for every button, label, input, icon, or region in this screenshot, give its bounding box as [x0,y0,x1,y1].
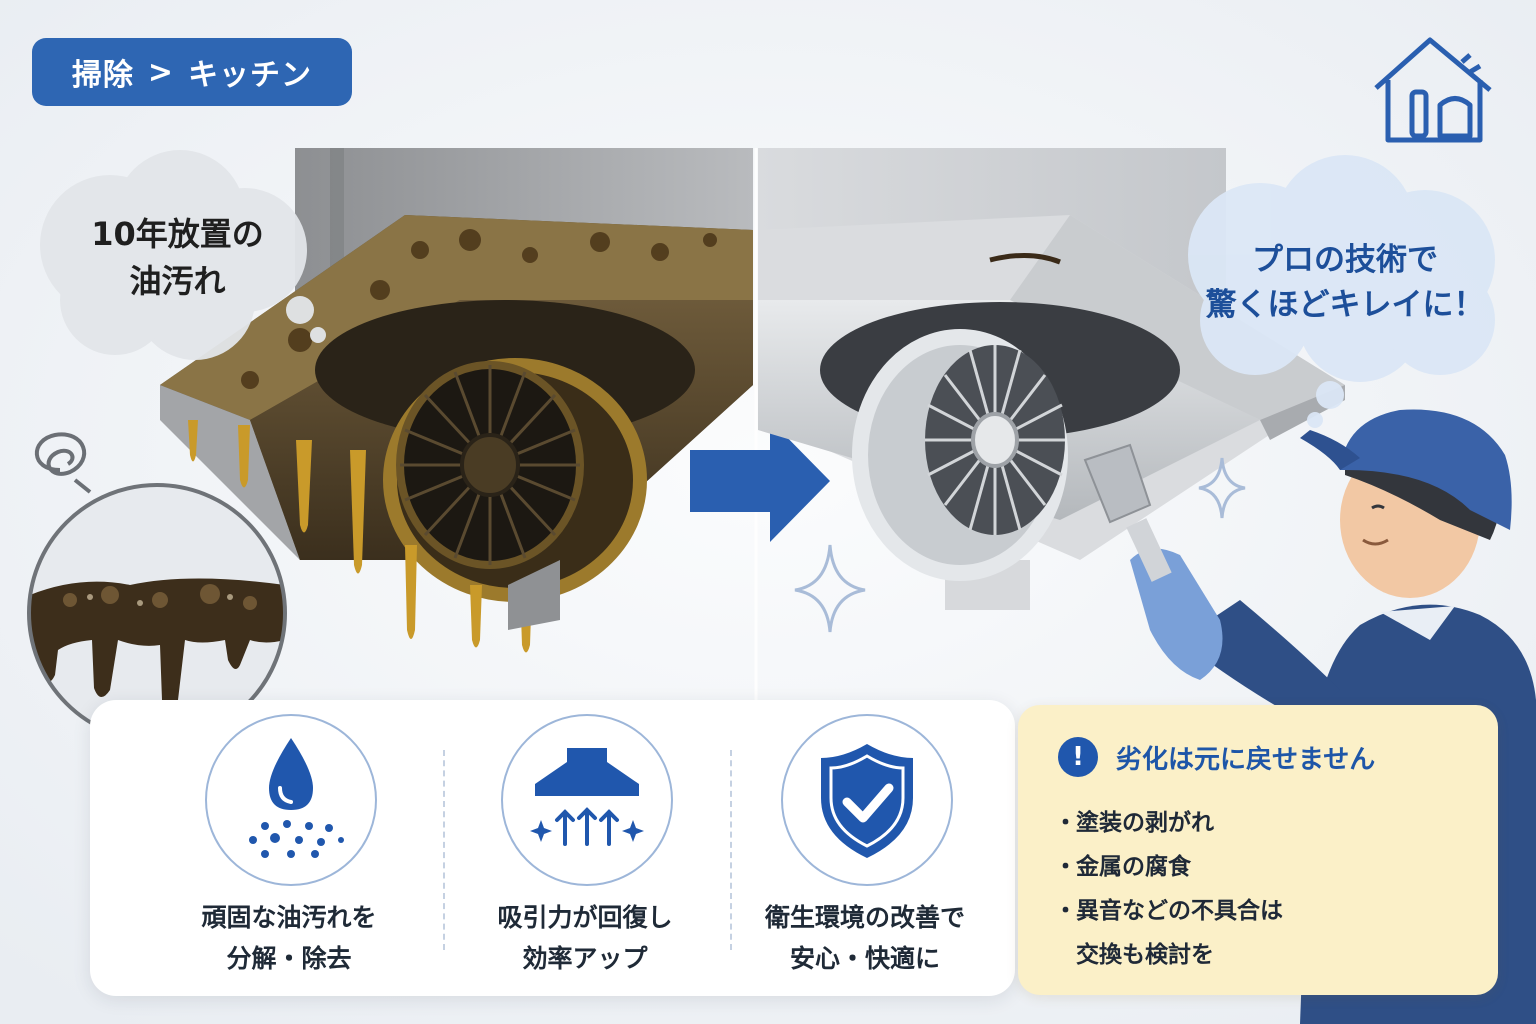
benefit-degrease-caption: 頑固な油汚れを 分解・除去 [147,898,431,979]
shield-check-icon [781,714,953,886]
breadcrumb[interactable]: 掃除 > キッチン [32,38,352,106]
warning-title-text: 劣化は元に戻せません [1116,744,1376,775]
warning-item-text: 金属の腐食 [1076,854,1191,880]
benefits-panel: 頑固な油汚れを 分解・除去 吸引力が回復し 効率アップ [90,700,1015,996]
breadcrumb-parent[interactable]: 掃除 [71,58,134,93]
list-item: ・塗装の剥がれ [1054,810,1214,836]
grease-closeup-inset [27,483,287,743]
benefit-hygiene-line2: 安心・快適に [789,943,940,973]
benefit-suction: 吸引力が回復し 効率アップ [443,700,743,996]
benefit-hygiene-caption: 衛生環境の改善で 安心・快適に [723,898,1007,979]
house-cleaning-logo-icon [1374,37,1492,143]
benefit-degrease-line2: 分解・除去 [226,943,352,973]
before-caption: 10年放置の 油汚れ [55,170,300,345]
speech-bubble-left-shape [40,150,326,360]
warning-list: ・塗装の剥がれ ・金属の腐食 ・異音などの不具合は 交換も検討を [1054,801,1283,977]
benefit-degrease-line1: 頑固な油汚れを [201,903,377,932]
benefit-degrease: 頑固な油汚れを 分解・除去 [147,700,447,996]
warning-item-text: 塗装の剥がれ [1076,810,1214,836]
breadcrumb-current: キッチン [188,58,313,93]
dirty-range-hood [160,148,753,653]
list-item: ・異音などの不具合は [1054,898,1283,924]
breadcrumb-separator: > [147,54,175,90]
benefit-suction-line2: 効率アップ [522,943,648,973]
exclamation-icon: ! [1058,737,1098,777]
warning-title: ! 劣化は元に戻せません [1058,737,1375,777]
list-item: ・金属の腐食 [1054,854,1191,880]
speech-bubble-right-shape [1188,155,1495,428]
list-item-continuation: 交換も検討を [1076,942,1214,968]
dizzy-swirl-icon [34,432,92,494]
benefit-suction-caption: 吸引力が回復し 効率アップ [443,898,727,979]
divider [443,750,445,950]
after-caption: プロの技術で 驚くほどキレイに！ [1185,195,1505,370]
benefit-hygiene: 衛生環境の改善で 安心・快適に [723,700,1023,996]
warning-item-text: 異音などの不具合は [1076,898,1283,924]
water-drop-icon [205,714,377,886]
range-hood-icon [501,714,673,886]
before-caption-line2: 油汚れ [129,261,226,300]
after-caption-line2: 驚くほどキレイに！ [1205,286,1485,323]
sparkle-icon [794,457,1246,633]
before-caption-line1: 10年放置の [91,215,264,254]
benefit-hygiene-line1: 衛生環境の改善で [764,903,965,932]
deterioration-warning: ! 劣化は元に戻せません ・塗装の剥がれ ・金属の腐食 ・異音などの不具合は 交… [1018,705,1498,995]
divider [730,750,732,950]
before-after-arrow-icon [690,420,830,542]
benefit-suction-line1: 吸引力が回復し [497,903,673,932]
after-caption-line1: プロの技術で [1252,241,1438,278]
